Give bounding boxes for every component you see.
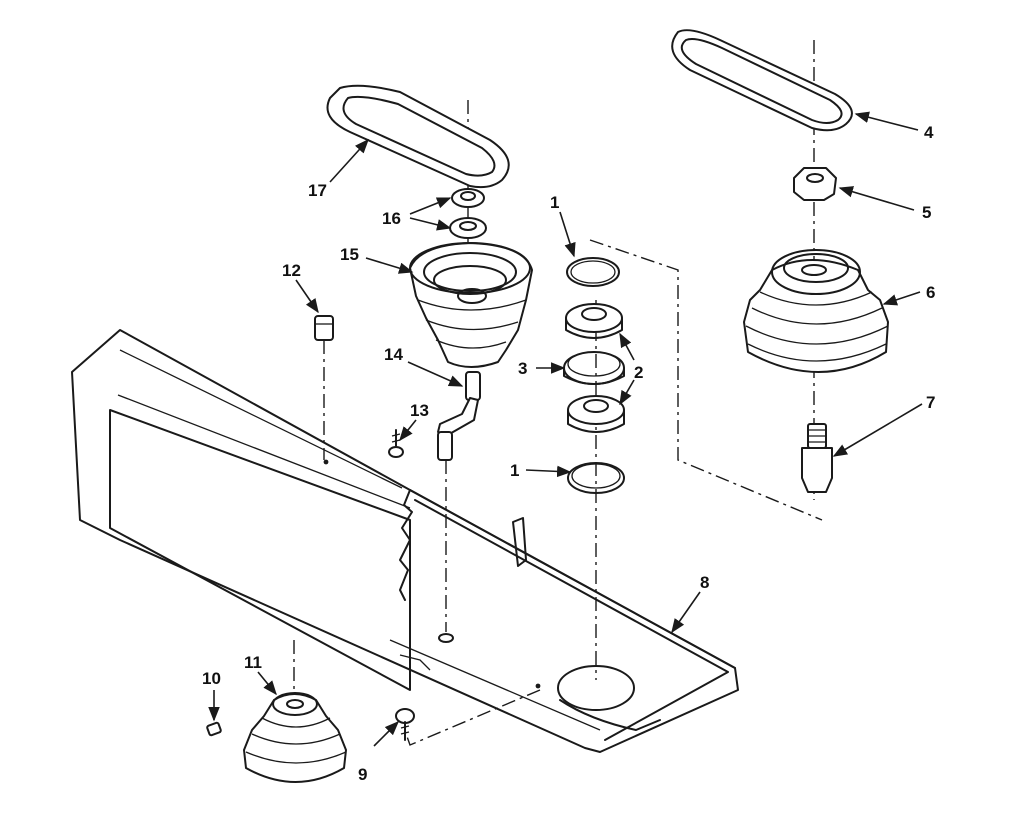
callout-1-top: 1 [550, 193, 559, 212]
belt-part-4 [671, 29, 853, 132]
screw-part-13 [388, 429, 404, 458]
set-screw-part-10 [206, 721, 222, 737]
pulley-part-6 [743, 249, 889, 373]
callout-4: 4 [924, 123, 934, 142]
pulley-part-11 [243, 692, 347, 783]
callout-16: 16 [382, 209, 401, 228]
callout-12: 12 [282, 261, 301, 280]
callout-3: 3 [518, 359, 527, 378]
shaft-part-7 [801, 423, 833, 493]
callout-15: 15 [340, 245, 359, 264]
callout-10: 10 [202, 669, 221, 688]
callout-7: 7 [926, 393, 935, 412]
pulley-part-15 [409, 242, 533, 368]
screw-part-9 [395, 708, 415, 741]
bearings-part-16 [449, 188, 487, 239]
ring-stack-parts-1-2-3 [563, 257, 625, 494]
callout-1-bottom: 1 [510, 461, 519, 480]
callout-14: 14 [384, 345, 403, 364]
callout-9: 9 [358, 765, 367, 784]
callout-17: 17 [308, 181, 327, 200]
housing-part-8 [71, 329, 739, 753]
bolt-part-12 [314, 315, 334, 341]
callout-6: 6 [926, 283, 935, 302]
belt-part-17 [326, 84, 510, 189]
callout-13: 13 [410, 401, 429, 420]
nut-part-5 [793, 167, 837, 201]
callout-8: 8 [700, 573, 709, 592]
callout-labels: 17 16 15 12 14 13 1 2 3 1 4 5 6 7 8 9 10… [202, 123, 935, 784]
callout-11: 11 [244, 653, 262, 672]
callout-5: 5 [922, 203, 931, 222]
leader-lines [208, 111, 923, 747]
crank-pin-part-14 [437, 371, 481, 461]
callout-2: 2 [634, 363, 643, 382]
